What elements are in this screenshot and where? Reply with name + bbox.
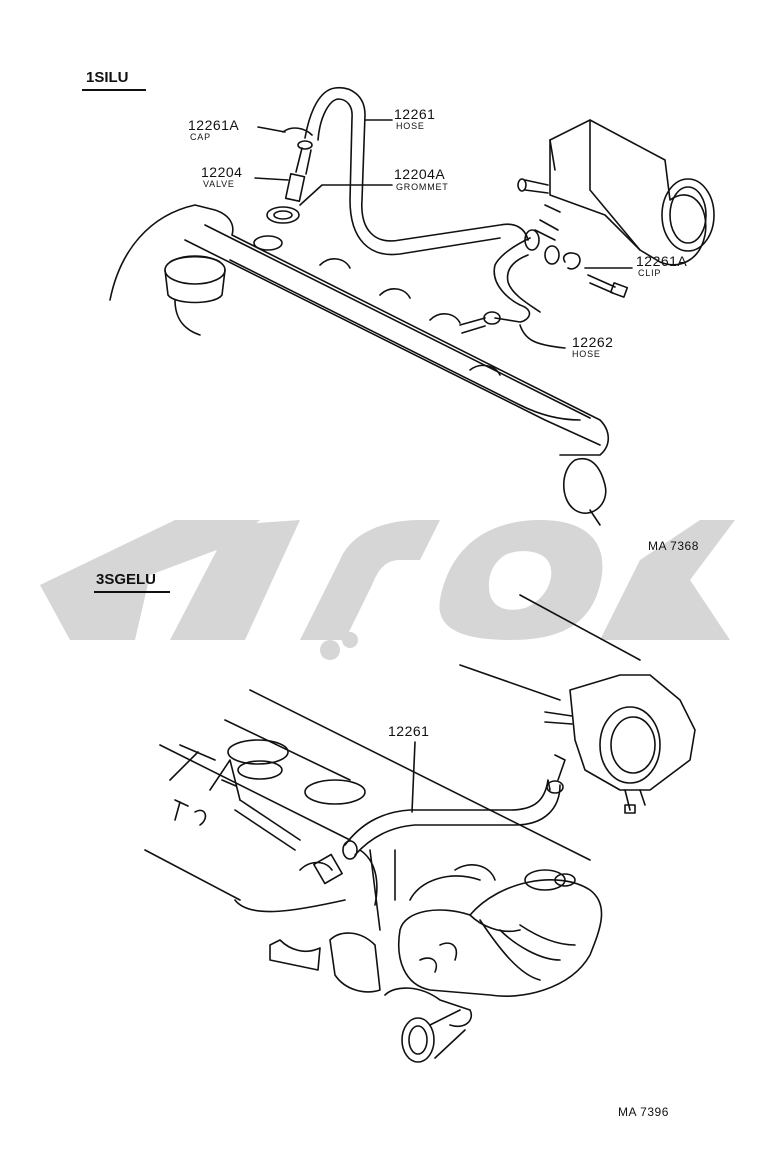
cap-clip xyxy=(282,127,313,136)
hose-12261-top xyxy=(304,86,529,242)
section-label-1silu: 1SILU xyxy=(86,69,129,86)
section-underline-3sgelu xyxy=(94,591,170,593)
figure-code-top: MA 7368 xyxy=(648,539,699,553)
pcv-valve-body xyxy=(284,173,306,202)
bottom-hose-stub xyxy=(401,1017,435,1063)
section-underline-1silu xyxy=(82,89,146,91)
section-label-3sgelu: 3SGELU xyxy=(96,571,157,588)
callout-hose-top-name: HOSE xyxy=(396,121,425,131)
callout-valve-number: 12204 xyxy=(201,164,243,180)
callout-cap-name: CAP xyxy=(190,132,211,142)
bolt-fitting xyxy=(587,274,616,294)
callout-grommet-number: 12204A xyxy=(394,166,446,182)
figure-code-bottom: MA 7396 xyxy=(618,1105,669,1119)
callout-hose-bottom-number: 12261 xyxy=(388,723,430,739)
distributor-assembly xyxy=(329,849,603,1063)
watermark-logo xyxy=(40,520,735,660)
hose-12261-bottom xyxy=(344,779,551,846)
callout-clip-name: CLIP xyxy=(638,268,662,278)
callout-hose-2-number: 12262 xyxy=(572,334,614,350)
hose-clip xyxy=(562,252,581,270)
grommet-ring xyxy=(266,206,300,224)
callout-grommet-name: GROMMET xyxy=(396,182,449,192)
engine-block-bottom xyxy=(144,594,641,971)
callout-cap-number: 12261A xyxy=(188,117,240,133)
callout-hose-2-name: HOSE xyxy=(572,349,601,359)
throttle-body-top xyxy=(517,119,715,266)
cylinder-head-top xyxy=(109,204,610,456)
callout-valve-name: VALVE xyxy=(203,179,235,189)
callout-hose-top-number: 12261 xyxy=(394,106,436,122)
hose-12262 xyxy=(493,237,531,323)
callout-clip-number: 12261A xyxy=(636,253,688,269)
throttle-body-bottom xyxy=(544,674,696,814)
